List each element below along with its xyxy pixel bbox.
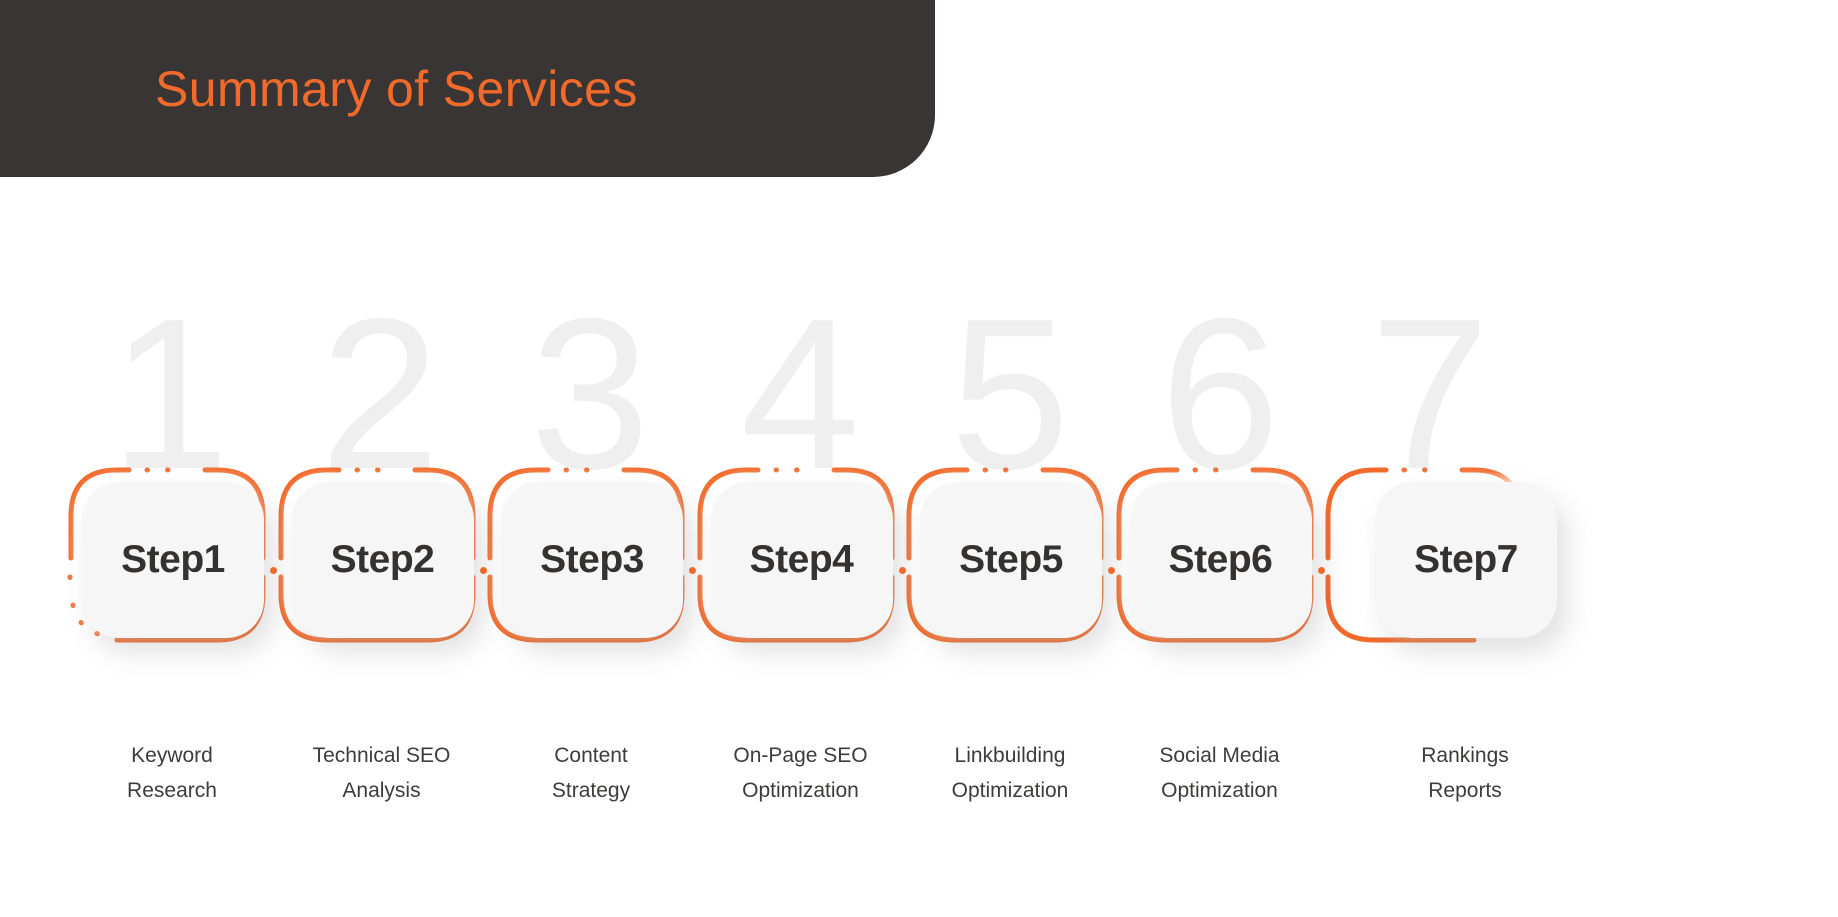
caption-line-1: Content [554,744,628,767]
step-caption-2: Technical SEO Analysis [252,738,512,808]
caption-line-2: Strategy [551,779,631,802]
step-card-label: Step2 [330,538,435,581]
connector-dot-3 [689,567,696,574]
caption-line-2: Optimization [951,779,1069,802]
caption-line-2: Optimization [1161,779,1278,802]
step-card-5[interactable]: Step5 [920,482,1102,638]
caption-line-1: Technical SEO [312,744,451,767]
step-item-7[interactable]: Step7 [1323,455,1573,665]
step-card-label: Step7 [1414,538,1518,581]
connector-dot-5 [1108,567,1115,574]
step-card-label: Step4 [749,538,854,581]
step-card-label: Step1 [121,538,225,581]
caption-line-2: Reports [1428,779,1502,802]
step-card-3[interactable]: Step3 [501,482,683,638]
step-item-6[interactable]: Step6 [1114,455,1364,665]
step-card-4[interactable]: Step4 [710,482,893,638]
connector-dot-2 [479,567,487,574]
step-card-label: Step3 [540,538,644,581]
step-card-label: Step6 [1168,538,1273,581]
caption-line-1: Rankings [1421,744,1509,767]
connector-dot-1 [270,567,277,574]
connector-dot-4 [898,567,906,574]
caption-line-2: Optimization [742,779,859,802]
caption-line-2: Research [127,779,217,802]
page-title: Summary of Services [155,60,638,117]
header-banner: Summary of Services [0,0,935,177]
step-card-2[interactable]: Step2 [291,482,474,638]
step-card-1[interactable]: Step1 [82,482,264,638]
step-card-6[interactable]: Step6 [1129,482,1312,638]
step-card-label: Step5 [959,538,1063,581]
caption-line-1: On-Page SEO [733,744,868,767]
connector-dot-6 [1317,567,1325,574]
caption-line-1: Keyword [131,744,213,767]
caption-line-1: Social Media [1159,744,1280,767]
caption-line-2: Analysis [342,779,421,802]
step-card-7[interactable]: Step7 [1375,482,1557,638]
caption-line-1: Linkbuilding [954,744,1066,767]
step-caption-4: On-Page SEO Optimization [671,738,931,808]
